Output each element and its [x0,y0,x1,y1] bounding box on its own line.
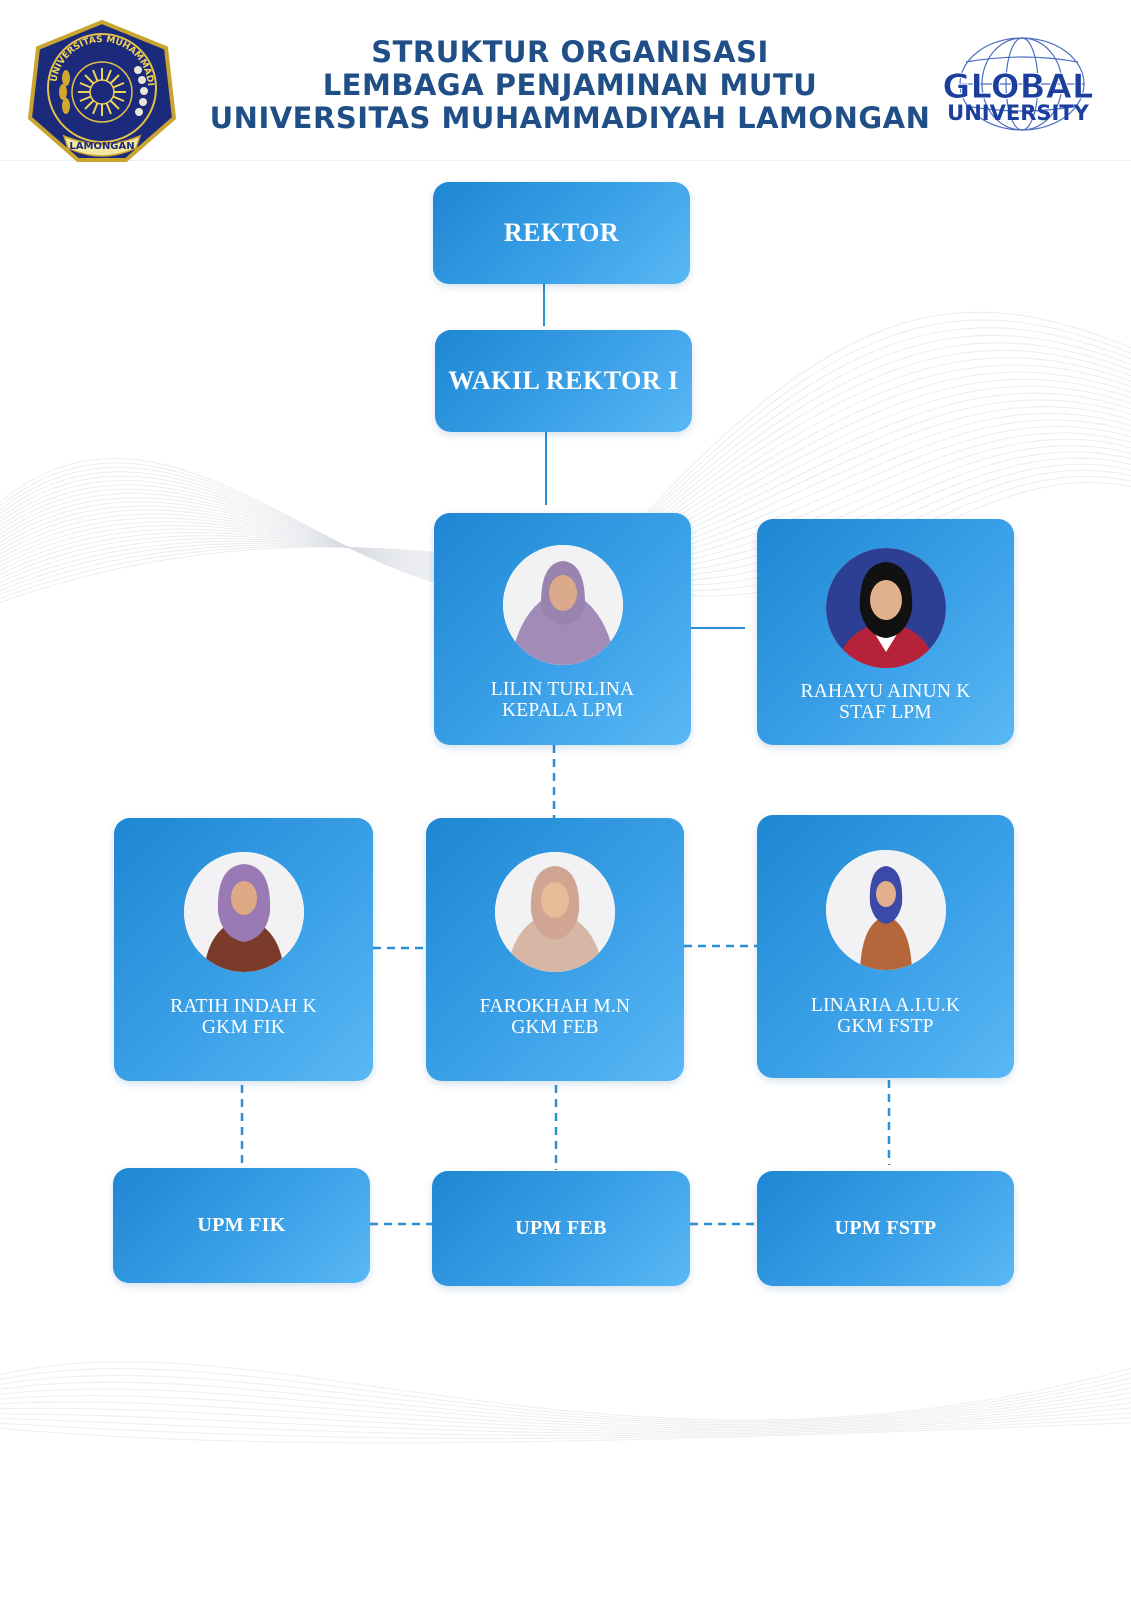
global-university-logo: GLOBAL UNIVERSITY [942,37,1094,131]
gkm-fstp-role: GKM FSTP [837,1016,934,1037]
kepala-lpm-card: LILIN TURLINA KEPALA LPM [434,513,691,745]
upm-feb-label: UPM FEB [515,1217,607,1239]
seal-banner-text: LAMONGAN [69,141,134,152]
gkm-fik-role: GKM FIK [201,1017,286,1038]
person-portrait-icon [183,852,304,972]
page-title: STRUKTUR ORGANISASI LEMBAGA PENJAMINAN M… [190,36,950,135]
rektor-box: REKTOR [433,182,690,284]
upm-fstp-box: UPM FSTP [757,1171,1014,1286]
university-seal-logo: UNIVERSITAS MUHAMMADIYAH LAMONGAN [26,18,177,162]
gkm-feb-card: FAROKHAH M.N GKM FEB [426,818,684,1081]
title-line-2: LEMBAGA PENJAMINAN MUTU [322,68,818,102]
gkm-fstp-card: LINARIA A.I.U.K GKM FSTP [757,815,1014,1078]
person-portrait-icon [495,852,615,972]
staf-lpm-card: RAHAYU AINUN K STAF LPM [757,519,1014,745]
person-portrait-icon [825,548,946,668]
logo-global-text: GLOBAL [942,67,1093,107]
upm-feb-box: UPM FEB [432,1171,690,1286]
wakil-rektor-label: WAKIL REKTOR I [448,366,679,395]
header-divider [0,160,1131,161]
gkm-fik-name: RATIH INDAH K [170,996,317,1017]
gkm-fik-card: RATIH INDAH K GKM FIK [114,818,373,1081]
upm-fstp-label: UPM FSTP [834,1217,937,1239]
kepala-role: KEPALA LPM [501,700,624,721]
wakil-rektor-box: WAKIL REKTOR I [435,330,692,432]
title-line-1: STRUKTUR ORGANISASI [371,35,769,69]
person-portrait-icon [825,850,946,970]
title-line-3: UNIVERSITAS MUHAMMADIYAH LAMONGAN [209,101,931,135]
upm-fik-box: UPM FIK [113,1168,370,1283]
rektor-label: REKTOR [503,218,620,247]
logo-university-text: UNIVERSITY [947,101,1089,125]
person-portrait-icon [502,545,623,665]
staf-role: STAF LPM [839,702,932,723]
upm-fik-label: UPM FIK [197,1214,286,1236]
gkm-feb-name: FAROKHAH M.N [479,996,631,1017]
gkm-fstp-name: LINARIA A.I.U.K [810,995,961,1016]
gkm-feb-role: GKM FEB [511,1017,599,1038]
staf-name: RAHAYU AINUN K [800,681,971,702]
kepala-name: LILIN TURLINA [490,679,635,700]
